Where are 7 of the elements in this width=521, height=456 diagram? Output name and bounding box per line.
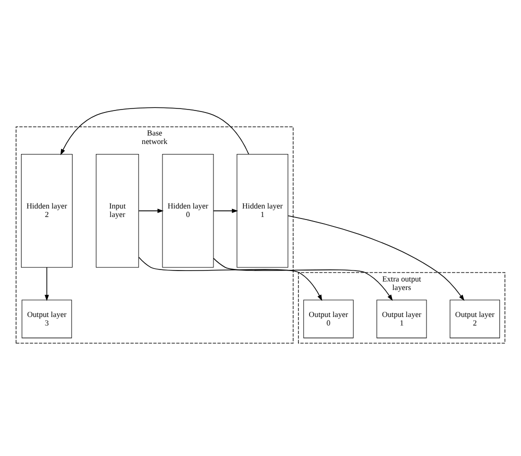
arrow — [213, 208, 238, 213]
arrow — [138, 208, 164, 213]
arrow — [288, 215, 464, 301]
arrow — [44, 267, 49, 301]
arrow — [213, 258, 393, 301]
arrow — [138, 256, 322, 301]
arrow — [60, 107, 250, 156]
